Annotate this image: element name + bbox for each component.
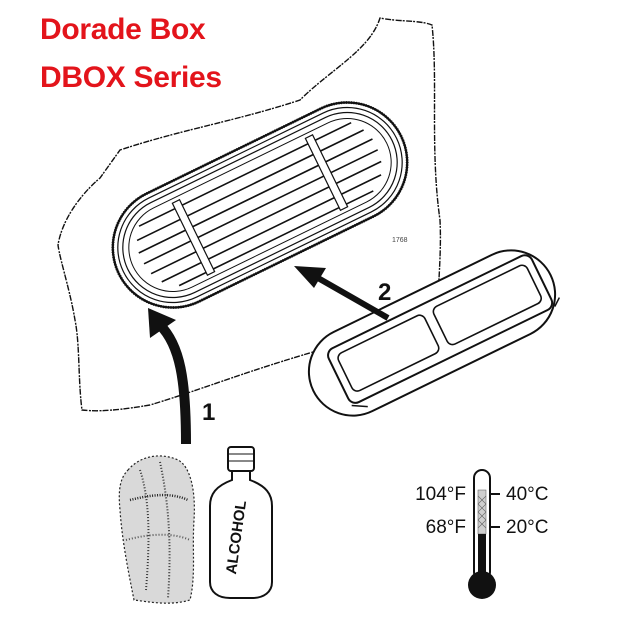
vent-grille: [111, 101, 409, 309]
temp-low-fahrenheit: 68°F: [426, 517, 466, 538]
step-2-label: 2: [378, 279, 391, 306]
arrow-step-2: [294, 266, 390, 321]
step-1-label: 1: [202, 399, 215, 426]
title-line-2: DBOX Series: [40, 61, 222, 94]
gasket-insert: [307, 249, 561, 417]
temp-low-celsius: 20°C: [506, 517, 548, 538]
title-line-1: Dorade Box: [40, 13, 206, 46]
arrow-step-1: [148, 308, 191, 445]
cleaning-cloth: [118, 455, 195, 604]
temp-high-celsius: 40°C: [506, 484, 548, 505]
alcohol-bottle: [209, 446, 273, 599]
thermometer-icon: [468, 469, 500, 599]
temp-high-fahrenheit: 104°F: [415, 484, 466, 505]
drawing-id-mark: 1768: [392, 237, 408, 244]
